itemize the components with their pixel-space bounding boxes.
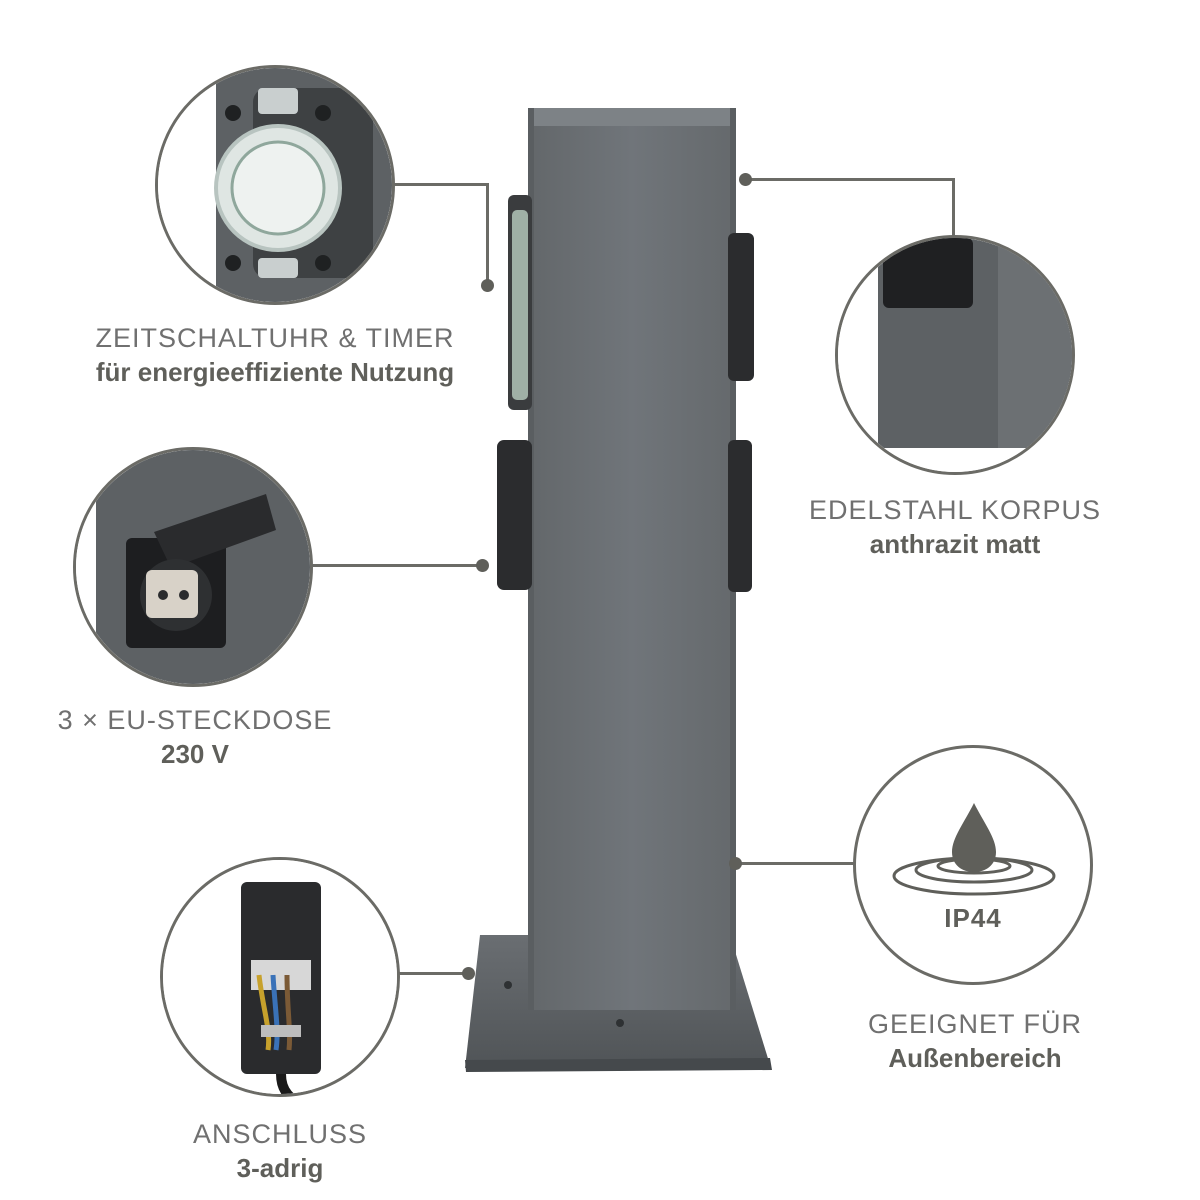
side-socket-upper-right bbox=[728, 233, 754, 381]
connection-label: ANSCHLUSS 3-adrig bbox=[160, 1118, 400, 1184]
timer-detail-image bbox=[158, 68, 392, 302]
socket-callout-dot bbox=[476, 559, 489, 572]
body-callout-dot bbox=[739, 173, 752, 186]
side-socket-lower-left bbox=[497, 440, 532, 590]
ip-rating-circle: IP44 bbox=[853, 745, 1093, 985]
body-subtitle: anthrazit matt bbox=[869, 528, 1041, 559]
timer-subtitle: für energieeffiziente Nutzung bbox=[95, 356, 455, 387]
body-title: EDELSTAHL KORPUS bbox=[808, 495, 1102, 525]
socket-title: 3 × EU-STECKDOSE bbox=[57, 705, 333, 735]
water-drop-icon bbox=[892, 803, 1056, 896]
body-detail-image bbox=[838, 238, 1072, 472]
timer-label: ZEITSCHALTUHR & TIMER für energieeffizie… bbox=[60, 322, 490, 388]
connection-callout-dot bbox=[462, 967, 475, 980]
body-label: EDELSTAHL KORPUS anthrazit matt bbox=[795, 494, 1115, 560]
outdoor-subtitle: Außenbereich bbox=[888, 1042, 1062, 1073]
connection-title: ANSCHLUSS bbox=[192, 1119, 368, 1149]
body-callout-line-h bbox=[746, 178, 954, 181]
connection-callout-line bbox=[398, 972, 468, 975]
timer-title: ZEITSCHALTUHR & TIMER bbox=[95, 323, 455, 353]
ip-callout-line bbox=[738, 862, 856, 865]
socket-label: 3 × EU-STECKDOSE 230 V bbox=[40, 704, 350, 770]
connection-detail-circle bbox=[160, 857, 400, 1097]
connection-subtitle: 3-adrig bbox=[236, 1152, 324, 1183]
side-socket-lower-right bbox=[728, 440, 752, 592]
side-timer bbox=[508, 195, 532, 410]
post-body bbox=[528, 108, 736, 1010]
timer-callout-line-h bbox=[392, 183, 488, 186]
body-callout-line-v bbox=[952, 178, 955, 236]
socket-subtitle: 230 V bbox=[161, 738, 229, 769]
timer-detail-circle bbox=[155, 65, 395, 305]
socket-detail-circle bbox=[73, 447, 313, 687]
socket-detail-image bbox=[76, 450, 310, 684]
ip-callout-dot bbox=[729, 857, 742, 870]
ip-rating-text: IP44 bbox=[944, 903, 1002, 933]
timer-callout-line-v bbox=[486, 183, 489, 283]
connection-detail-image bbox=[163, 860, 397, 1094]
body-detail-circle bbox=[835, 235, 1075, 475]
socket-callout-line bbox=[312, 564, 482, 567]
outdoor-label: GEEIGNET FÜR Außenbereich bbox=[830, 1008, 1120, 1074]
outdoor-title: GEEIGNET FÜR bbox=[867, 1009, 1083, 1039]
timer-callout-dot bbox=[481, 279, 494, 292]
